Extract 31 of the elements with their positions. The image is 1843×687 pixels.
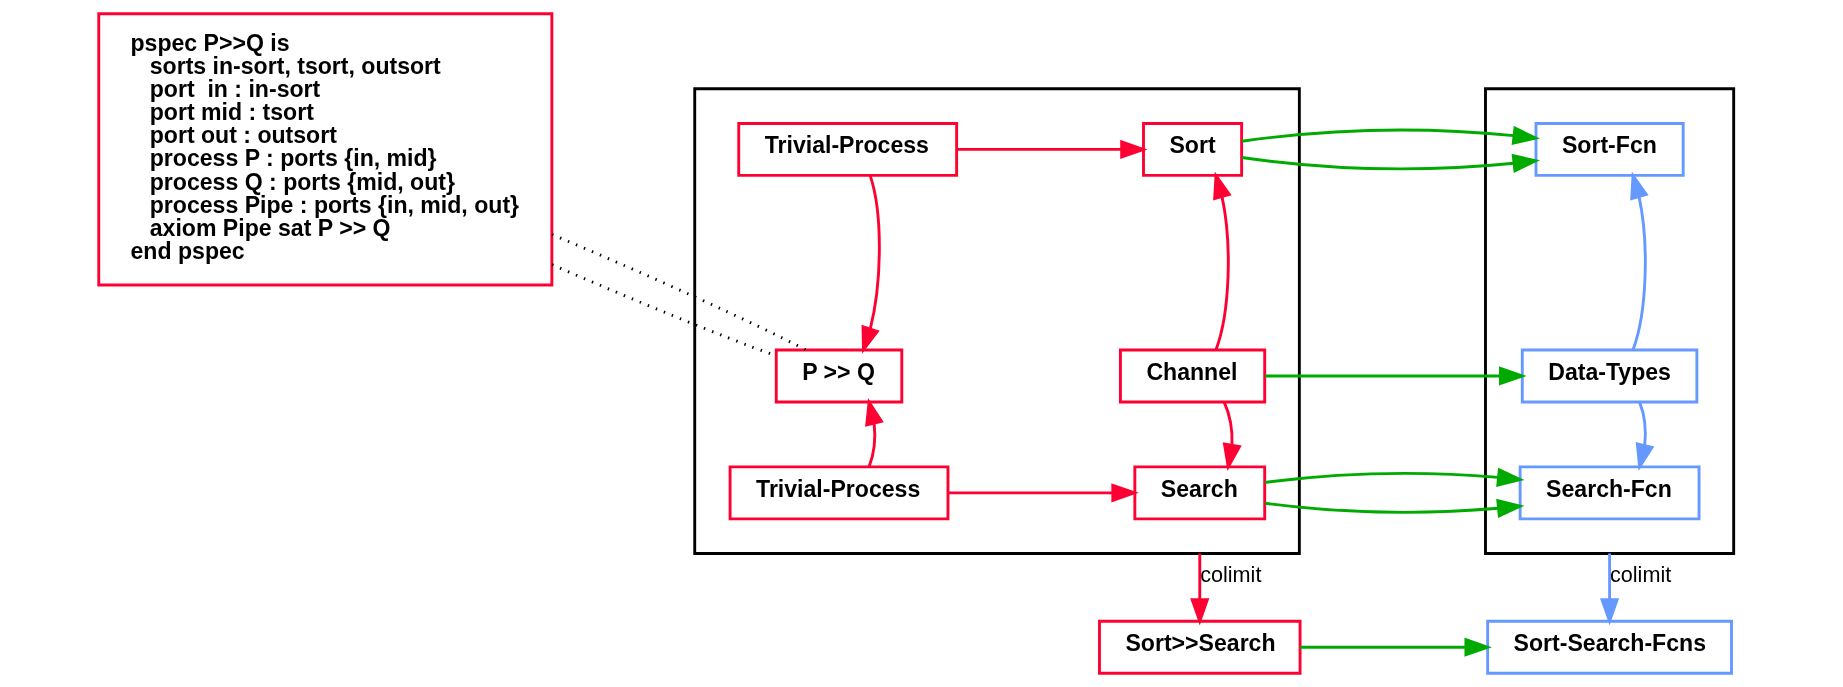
connector bbox=[550, 233, 806, 352]
node-box: Sort-Fcn bbox=[1534, 122, 1685, 177]
node-box: Channel bbox=[1118, 348, 1266, 404]
arrow bbox=[864, 397, 884, 468]
node-box: Trivial-Process bbox=[736, 122, 958, 177]
node-box: Search bbox=[1132, 465, 1266, 521]
node-box: Search-Fcn bbox=[1518, 465, 1700, 521]
node-box: Trivial-Process bbox=[728, 465, 949, 521]
node-box: pspec P>>Q is sorts in-sort, tsort, outsort port in : in-sort port mid : tsort port out : outsort process P : ports {in, mid} process Q : ports {mid, out} process Pipe : ports {in, mid, out} axiom Pipe sat P >> Q end pspec bbox=[96, 12, 553, 287]
arrow bbox=[1264, 467, 1524, 518]
arrow bbox=[861, 175, 881, 354]
arrow bbox=[1299, 637, 1492, 657]
arrow bbox=[1212, 171, 1232, 351]
edge-label: colimit bbox=[1609, 562, 1671, 588]
arrow bbox=[1189, 553, 1209, 626]
cluster bbox=[1483, 87, 1735, 555]
arrow bbox=[1222, 401, 1242, 472]
arrow bbox=[1241, 125, 1540, 173]
node-box: Sort>>Search bbox=[1097, 619, 1301, 675]
arrow bbox=[947, 483, 1139, 503]
node-box: Data-Types bbox=[1520, 348, 1698, 404]
node-box: P >> Q bbox=[774, 348, 903, 404]
cluster bbox=[692, 87, 1301, 555]
arrow bbox=[1599, 553, 1619, 626]
node-box: Sort bbox=[1141, 122, 1243, 177]
edge-label: colimit bbox=[1199, 562, 1261, 588]
arrow bbox=[1635, 401, 1654, 471]
arrow bbox=[1264, 366, 1526, 386]
arrow bbox=[1629, 171, 1649, 351]
node-box: Sort-Search-Fcns bbox=[1485, 619, 1733, 675]
arrow bbox=[956, 139, 1148, 160]
